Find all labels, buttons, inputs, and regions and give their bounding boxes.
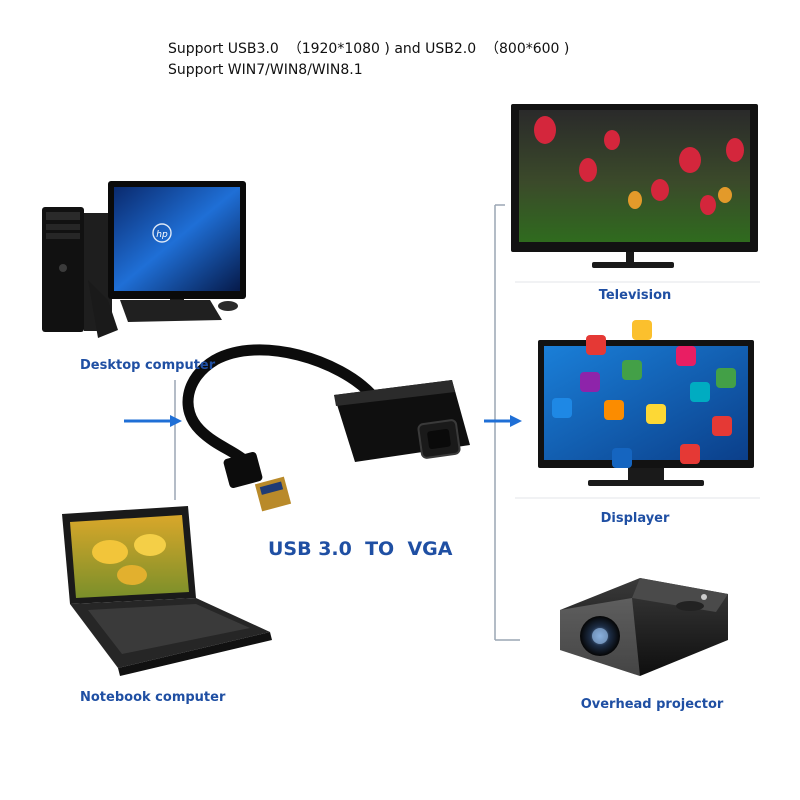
- right-connector: [484, 204, 522, 641]
- notebook-computer-label: Notebook computer: [80, 690, 226, 705]
- notebook-computer-image: [62, 506, 272, 676]
- input-arrow-head: [170, 415, 182, 427]
- television-image: [511, 104, 758, 268]
- usb-vga-adapter-image: [182, 344, 470, 512]
- overhead-projector-label: Overhead projector: [580, 697, 724, 712]
- desktop-computer-label: Desktop computer: [80, 358, 216, 373]
- adapter-title: USB 3.0 TO VGA: [268, 538, 453, 560]
- overhead-projector-image: [560, 578, 728, 676]
- left-connector: [124, 380, 182, 500]
- support-os-text: Support WIN7/WIN8/WIN8.1: [168, 62, 363, 78]
- monitor-brand-logo: hp: [156, 230, 168, 240]
- television-label: Television: [598, 288, 672, 303]
- displayer-image: [538, 320, 754, 486]
- displayer-label: Displayer: [600, 511, 670, 526]
- support-resolution-text: Support USB3.0 （1920*1080 ) and USB2.0 （…: [168, 41, 570, 57]
- desktop-computer-image: hp: [42, 181, 246, 338]
- output-arrow-head: [510, 415, 522, 427]
